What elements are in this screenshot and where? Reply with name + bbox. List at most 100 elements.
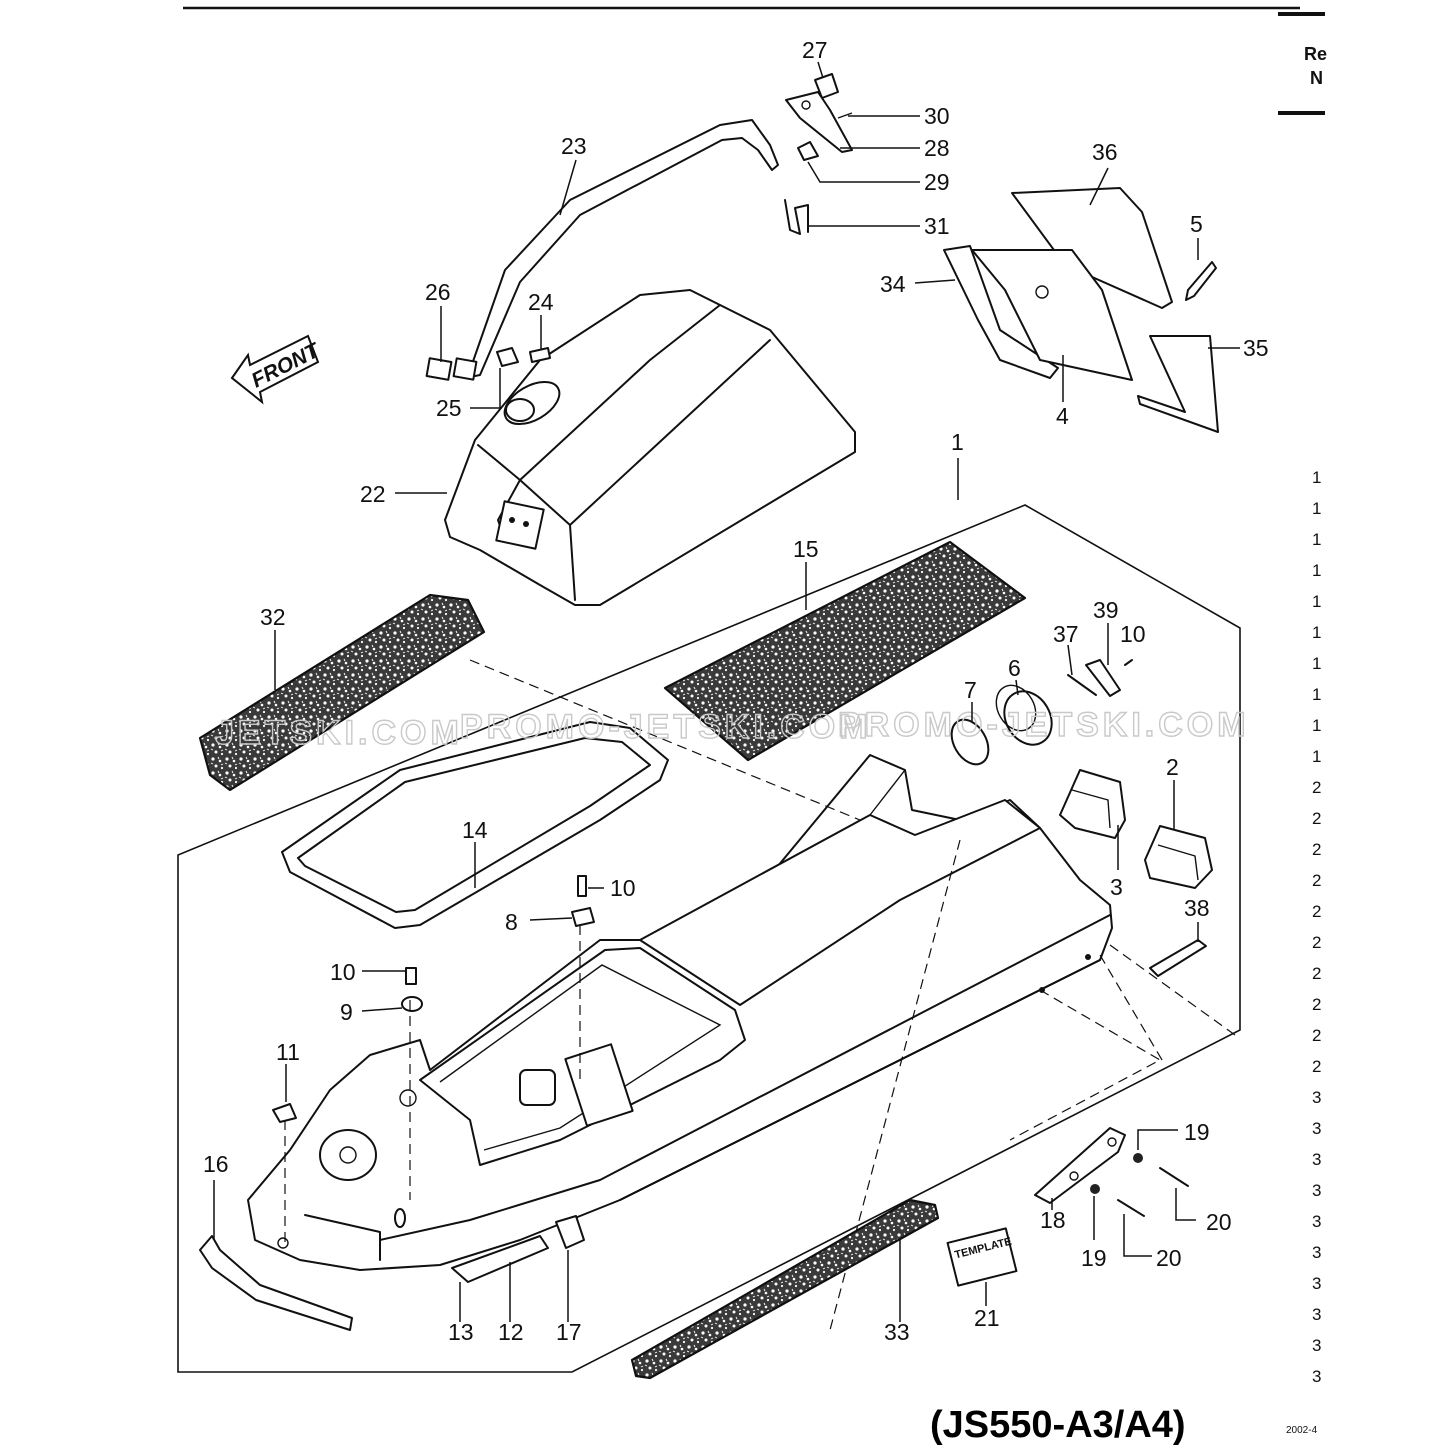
callout-12: 12 (498, 1319, 524, 1345)
header-text-2: N (1310, 68, 1323, 88)
parts-4-34-35-36-panels (943, 187, 1219, 433)
callout-14: 14 (462, 817, 488, 843)
row-number: 3 (1312, 1212, 1321, 1231)
front-arrow: FRONT (230, 334, 325, 405)
callout-10c: 10 (330, 959, 356, 985)
part-6-7-rings (950, 684, 1053, 766)
callout-29: 29 (924, 169, 950, 195)
callout-3: 3 (1110, 874, 1123, 900)
row-number: 3 (1312, 1181, 1321, 1200)
callout-10b: 10 (610, 875, 636, 901)
part-1-hull (247, 659, 1236, 1331)
model-designation: (JS550-A3/A4) (930, 1404, 1186, 1446)
callout-17: 17 (556, 1319, 582, 1345)
row-number: 1 (1312, 592, 1321, 611)
callout-6: 6 (1008, 655, 1021, 681)
row-number: 1 (1312, 623, 1321, 642)
row-number: 1 (1312, 716, 1321, 735)
row-number: 1 (1312, 530, 1321, 549)
row-number: 3 (1312, 1305, 1321, 1324)
callout-23: 23 (561, 133, 587, 159)
callout-10a: 10 (1120, 621, 1146, 647)
callout-27: 27 (802, 37, 828, 63)
callout-21: 21 (974, 1305, 1000, 1331)
row-number: 2 (1312, 933, 1321, 952)
callout-5: 5 (1190, 211, 1203, 237)
watermark-1: JETSKI.COM (215, 714, 463, 752)
watermark-3: PROMO-JETSKI.COM (838, 706, 1250, 744)
row-number: 2 (1312, 995, 1321, 1014)
row-number: 1 (1312, 499, 1321, 518)
callout-15: 15 (793, 536, 819, 562)
row-number: 2 (1312, 902, 1321, 921)
row-number: 1 (1312, 468, 1321, 487)
leader-lines (213, 61, 1240, 1322)
row-number: 2 (1312, 1026, 1321, 1045)
figure-code: 2002-4 (1286, 1425, 1318, 1436)
row-number: 3 (1312, 1274, 1321, 1293)
row-number: 1 (1312, 654, 1321, 673)
callout-34: 34 (880, 271, 906, 297)
callout-13: 13 (448, 1319, 474, 1345)
callout-19a: 19 (1184, 1119, 1210, 1145)
callout-26: 26 (425, 279, 451, 305)
row-number: 2 (1312, 778, 1321, 797)
watermark-2: PROMO-JETSKI.COM (460, 708, 872, 746)
row-number: 3 (1312, 1150, 1321, 1169)
part-32-mat (198, 593, 486, 792)
parts-18-20-rub-rail (1034, 1127, 1189, 1217)
row-number: 3 (1312, 1119, 1321, 1138)
callout-8: 8 (505, 909, 518, 935)
row-number: 3 (1312, 1088, 1321, 1107)
part-23-pole (425, 119, 779, 381)
part-21-template: TEMPLATE (946, 1227, 1018, 1287)
callout-7: 7 (964, 677, 977, 703)
callout-4: 4 (1056, 403, 1069, 429)
callout-25: 25 (436, 395, 462, 421)
callout-16: 16 (203, 1151, 229, 1177)
part-14-gasket (281, 721, 669, 929)
callout-2: 2 (1166, 754, 1179, 780)
group-boundary (177, 504, 1241, 1373)
part-16-bumper (199, 1235, 353, 1331)
row-number: 2 (1312, 871, 1321, 890)
callout-39: 39 (1093, 597, 1119, 623)
part-38-pin (1149, 939, 1207, 977)
callout-32: 32 (260, 604, 286, 630)
row-number: 3 (1312, 1336, 1321, 1355)
callout-20a: 20 (1206, 1209, 1232, 1235)
callout-30: 30 (924, 103, 950, 129)
row-number: 2 (1312, 809, 1321, 828)
header-text-1: Re (1304, 44, 1327, 64)
row-number: 1 (1312, 561, 1321, 580)
row-number: 3 (1312, 1367, 1321, 1386)
callout-24: 24 (528, 289, 554, 315)
callout-18: 18 (1040, 1207, 1066, 1233)
parts-27-31-hardware (784, 73, 853, 235)
callout-35: 35 (1243, 335, 1269, 361)
callout-38: 38 (1184, 895, 1210, 921)
parts-37-39-bracket (1067, 659, 1133, 697)
callout-37: 37 (1053, 621, 1079, 647)
callout-28: 28 (924, 135, 950, 161)
row-number: 2 (1312, 1057, 1321, 1076)
callout-36: 36 (1092, 139, 1118, 165)
callout-33: 33 (884, 1319, 910, 1345)
callout-19b: 19 (1081, 1245, 1107, 1271)
watermark: JETSKI.COM PROMO-JETSKI.COM PROMO-JETSKI… (214, 705, 1250, 752)
part-15-mat (663, 540, 1027, 762)
row-number: 3 (1312, 1243, 1321, 1262)
part-22-hood (444, 289, 856, 606)
row-number: 2 (1312, 964, 1321, 983)
row-number: 1 (1312, 747, 1321, 766)
callout-22: 22 (360, 481, 386, 507)
row-number-column: 1 1 1 1 1 1 1 1 1 1 2 2 2 2 2 2 2 2 2 2 3 3 3 3 3 3 3 3 3 3 (1312, 468, 1321, 1386)
row-number: 2 (1312, 840, 1321, 859)
parts-2-3-covers (1059, 769, 1213, 889)
callout-1: 1 (951, 429, 964, 455)
row-number: 1 (1312, 685, 1321, 704)
part-33-mat (630, 1198, 940, 1380)
callout-11: 11 (276, 1039, 300, 1065)
callout-31: 31 (924, 213, 950, 239)
